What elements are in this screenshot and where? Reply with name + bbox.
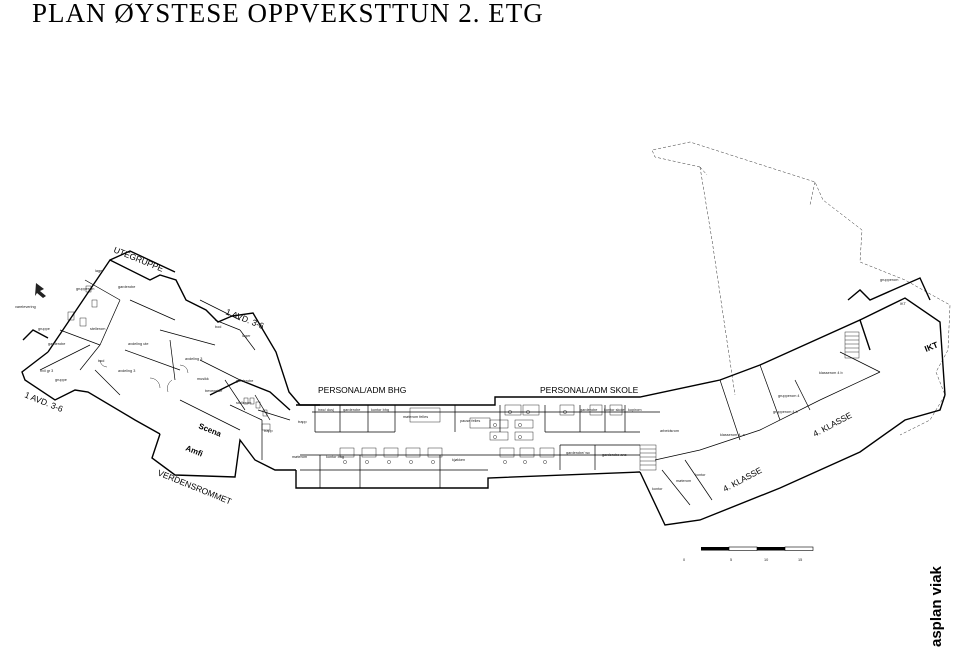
room-kontor-2: kontor: [652, 487, 663, 491]
room-garderobe-wc: garderobe/ wc: [566, 451, 590, 455]
stair-left: [639, 444, 657, 471]
room-moterom: møterom: [292, 455, 307, 459]
room-varelevering: varelevering: [15, 305, 36, 309]
room-avdeling-ute: avdeling ute: [128, 342, 148, 346]
asplan-viak-logo: asplan viak: [928, 565, 945, 647]
room-lager: lager: [95, 269, 104, 273]
furniture: [35, 283, 860, 471]
room-grupperom-4b: grupperom 4 b: [773, 410, 798, 414]
room-kjokken: kjøkken: [452, 458, 465, 462]
room-trapp-left: trapp: [264, 429, 273, 433]
room-garderobe-2: garderobe: [48, 342, 65, 346]
room-labels: lager grupperom garderobe varelevering g…: [15, 269, 907, 491]
room-hvil-gr: hvil gr 3: [40, 369, 53, 373]
zone-verdensrommet: VERDENSROMMET: [156, 468, 233, 507]
room-bevegelse: bevegelse: [205, 389, 222, 393]
room-stellerom-2: stellerom: [236, 401, 251, 405]
room-arbeidsrom: arbeidsrom: [660, 429, 679, 433]
room-garderobe-bhg: garderobe: [343, 408, 360, 412]
logo-text: asplan viak: [928, 565, 945, 647]
room-klasserom-4a: klasserom 4. a: [720, 433, 746, 437]
interior-partitions: [39, 279, 640, 488]
room-avdeling-3: avdeling 3: [185, 357, 202, 361]
room-avdeling-3b: avdeling 3: [118, 369, 135, 373]
room-grupperom-ikt: grupperom: [880, 278, 898, 282]
zone-personal-bhg: PERSONAL/ADM BHG: [318, 385, 406, 395]
page-title: PLAN ØYSTESE OPPVEKSTTUN 2. ETG: [32, 0, 544, 28]
room-scena: Scena: [197, 422, 223, 439]
zone-4-klasse-b: 4. KLASSE: [811, 410, 854, 439]
zone-ikt: IKT: [923, 339, 940, 354]
room-bod: bod: [215, 325, 221, 329]
room-grupperom: grupperom: [76, 287, 94, 291]
room-lager-2: lager: [242, 334, 251, 338]
room-hwc-dusj: hwc/ dusj: [318, 408, 334, 412]
room-gang: trapp: [298, 420, 307, 424]
room-kontor: kontor: [695, 473, 706, 477]
room-moterom-b: møterom: [676, 479, 691, 483]
scale-label-15: 15: [798, 558, 802, 562]
building-walls: [21, 250, 946, 526]
room-kontor-bhg-2: kontor bhg: [326, 455, 344, 459]
scale-label-10: 10: [764, 558, 768, 562]
scale-label-5: 5: [730, 558, 732, 562]
zone-4-klasse-a: 4. KLASSE: [721, 465, 764, 494]
room-bod-2: bod: [98, 359, 104, 363]
room-amfi: Amfi: [184, 444, 204, 459]
room-pause-felles: pause felles: [460, 419, 480, 423]
room-kontor-skole: kontor skole: [604, 408, 624, 412]
room-gruppe-2: gruppe: [55, 378, 67, 382]
room-garderobe-3: garderobe: [236, 379, 253, 383]
room-musikkrom: musikk: [197, 377, 209, 381]
room-grupperom-4: grupperom 4: [778, 394, 800, 398]
scale-bar: 0 5 10 15: [683, 546, 814, 562]
scale-label-0: 0: [683, 558, 685, 562]
zone-labels: UTEGRUPPE 1 AVD. 3-6 1 AVD. 3-6 VERDENSR…: [23, 245, 940, 507]
zone-personal-skole: PERSONAL/ADM SKOLE: [540, 385, 639, 395]
existing-building-outline: [651, 141, 951, 436]
room-kontor-bhg: kontor bhg: [371, 408, 389, 412]
stair-right: [844, 331, 860, 359]
room-moterom-felles: møterom felles: [403, 415, 428, 419]
room-garderobe: garderobe: [118, 285, 135, 289]
room-ikt: IKT: [900, 302, 907, 306]
room-kopirom: kopirom: [628, 408, 642, 412]
entrance-arrow-icon: [35, 283, 46, 298]
room-gruppe: gruppe: [38, 327, 50, 331]
zone-utegruppe: UTEGRUPPE: [112, 245, 165, 274]
room-garderobe-skole: garderobe: [580, 408, 597, 412]
room-stellerom: stellerom: [90, 327, 105, 331]
zone-avd-top: 1 AVD. 3-6: [224, 307, 266, 332]
room-garderobe-ans: garderobe ans: [602, 453, 627, 457]
room-klasserom-4b: klasserom 4 b: [819, 371, 843, 375]
